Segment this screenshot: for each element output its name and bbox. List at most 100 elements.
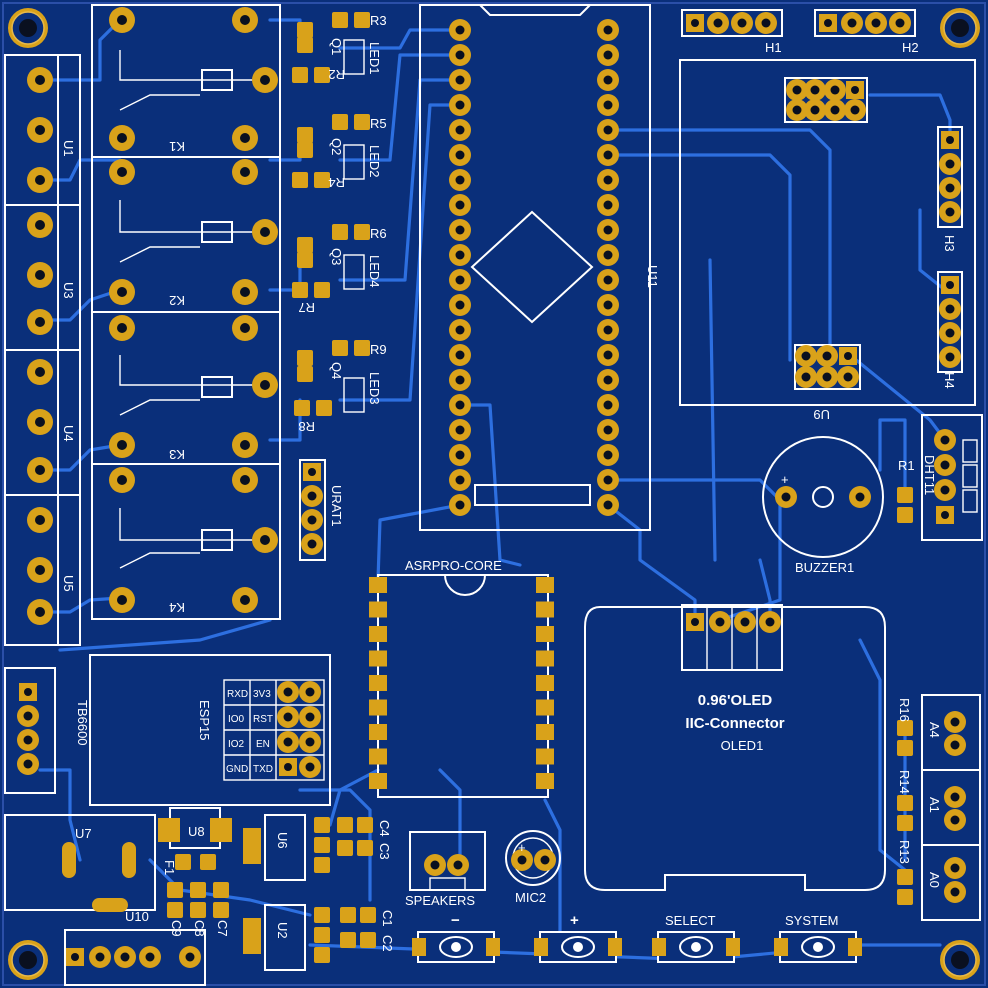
mcu-left-pin (449, 269, 471, 291)
mcu-right-pin (597, 219, 619, 241)
mcu-left-pin (449, 169, 471, 191)
tb6600-pin-3 (17, 729, 39, 751)
mcu-left-pin (449, 394, 471, 416)
mounting-hole-top-left (7, 7, 49, 49)
mcu-right-pin (597, 444, 619, 466)
mcu-right-pin (597, 244, 619, 266)
speaker-pin-2 (447, 854, 469, 876)
u7-pad (92, 898, 128, 912)
buzzer-pin-negative (849, 486, 871, 508)
h2-pin-4 (889, 12, 911, 34)
label-q2: Q2 (329, 138, 344, 155)
label-u9: U9 (813, 407, 830, 422)
u2-pin (314, 927, 330, 943)
u9-top-pin (846, 81, 864, 99)
buzzer-outline (762, 436, 884, 558)
label-oled1: OLED1 (721, 738, 764, 753)
mcu-right-pin (597, 394, 619, 416)
u2-pin (314, 907, 330, 923)
power-pin (114, 946, 136, 968)
label-led3: LED3 (367, 372, 382, 405)
asrpro-left-pins (369, 577, 387, 789)
u6-regulator (264, 814, 306, 881)
mcu-left-pin (449, 319, 471, 341)
power-terminal-bottom (64, 929, 206, 986)
esp-pin-txd: TXD (253, 764, 273, 775)
label-u7: U7 (75, 826, 92, 841)
u9-bottom-pin (816, 345, 838, 367)
header-h4 (937, 271, 963, 373)
u7-pad (122, 842, 136, 878)
terminal-blocks (4, 54, 81, 646)
asr-left-pin (369, 626, 387, 642)
asr-right-pin (536, 748, 554, 765)
esp-pin-rxd: RXD (227, 689, 248, 700)
label-urat1: URAT1 (329, 485, 344, 527)
tact-button-minus[interactable] (412, 931, 500, 963)
u9-bottom-pin (795, 345, 817, 367)
c1-pad (340, 907, 356, 923)
oled-pin-1 (686, 613, 704, 631)
mcu-left-pin (449, 19, 471, 41)
esp-pin-3v3: 3V3 (253, 689, 271, 700)
label-r5: R5 (370, 116, 387, 131)
uart-pin-3 (301, 509, 323, 531)
h1-pin-1 (686, 14, 704, 32)
h3-pin-4 (939, 201, 961, 223)
label-h1: H1 (765, 40, 782, 55)
label-u3: U3 (61, 282, 76, 299)
mounting-hole-top-right (939, 7, 981, 49)
driver-smd-pads (292, 12, 370, 416)
tb6600-pin-2 (17, 705, 39, 727)
cap-pad (190, 902, 206, 918)
u2-pad (243, 918, 261, 954)
mcu-right-pin (597, 344, 619, 366)
cap-pad (213, 882, 229, 898)
esp-pad (299, 681, 321, 703)
oled-title: 0.96'OLED (698, 692, 773, 709)
mcu-right-pin (597, 119, 619, 141)
mounting-hole-bottom-left (7, 939, 49, 981)
label-button-select: SELECT (665, 913, 716, 928)
mcu-left-pin (449, 244, 471, 266)
dht11-slot (962, 489, 978, 513)
asr-right-pin (536, 699, 554, 716)
u9-bottom-pin (816, 366, 838, 388)
tact-button-system[interactable] (774, 931, 862, 963)
uart-pin-1 (303, 463, 321, 481)
asr-right-pin (536, 626, 554, 642)
tb6600-pin-1 (19, 683, 37, 701)
uart-pin-2 (301, 485, 323, 507)
esp-pin-gnd: GND (226, 764, 248, 775)
esp-module (89, 654, 331, 806)
mcu-left-pin (449, 294, 471, 316)
label-k4: K4 (169, 600, 185, 615)
r13-pad (897, 889, 913, 905)
asr-right-pin (536, 675, 554, 691)
label-u8: U8 (188, 824, 205, 839)
label-u4: U4 (61, 425, 76, 442)
tact-button-plus[interactable] (534, 931, 622, 963)
label-a4: A4 (927, 722, 942, 738)
u9-bottom-pin (839, 347, 857, 365)
u7-pad (62, 842, 76, 878)
label-speakers: SPEAKERS (405, 893, 475, 908)
power-jack-u7 (4, 814, 156, 911)
label-r4: R4 (328, 175, 345, 190)
label-c4: C4 (377, 820, 392, 837)
h4-pin-2 (939, 298, 961, 320)
esp-pin-io2: IO2 (228, 739, 245, 750)
f1-pad (200, 854, 216, 870)
asrpro-right-pins (536, 577, 554, 789)
asr-right-pin (536, 601, 554, 618)
mcu-right-pin (597, 269, 619, 291)
mcu-left-pin (449, 344, 471, 366)
esp-pad (277, 731, 299, 753)
h2-pin-2 (841, 12, 863, 34)
tact-button-select[interactable] (652, 931, 740, 963)
h2-pin-3 (865, 12, 887, 34)
header-h1 (681, 9, 783, 37)
u6-pin (314, 817, 330, 833)
power-pin (89, 946, 111, 968)
